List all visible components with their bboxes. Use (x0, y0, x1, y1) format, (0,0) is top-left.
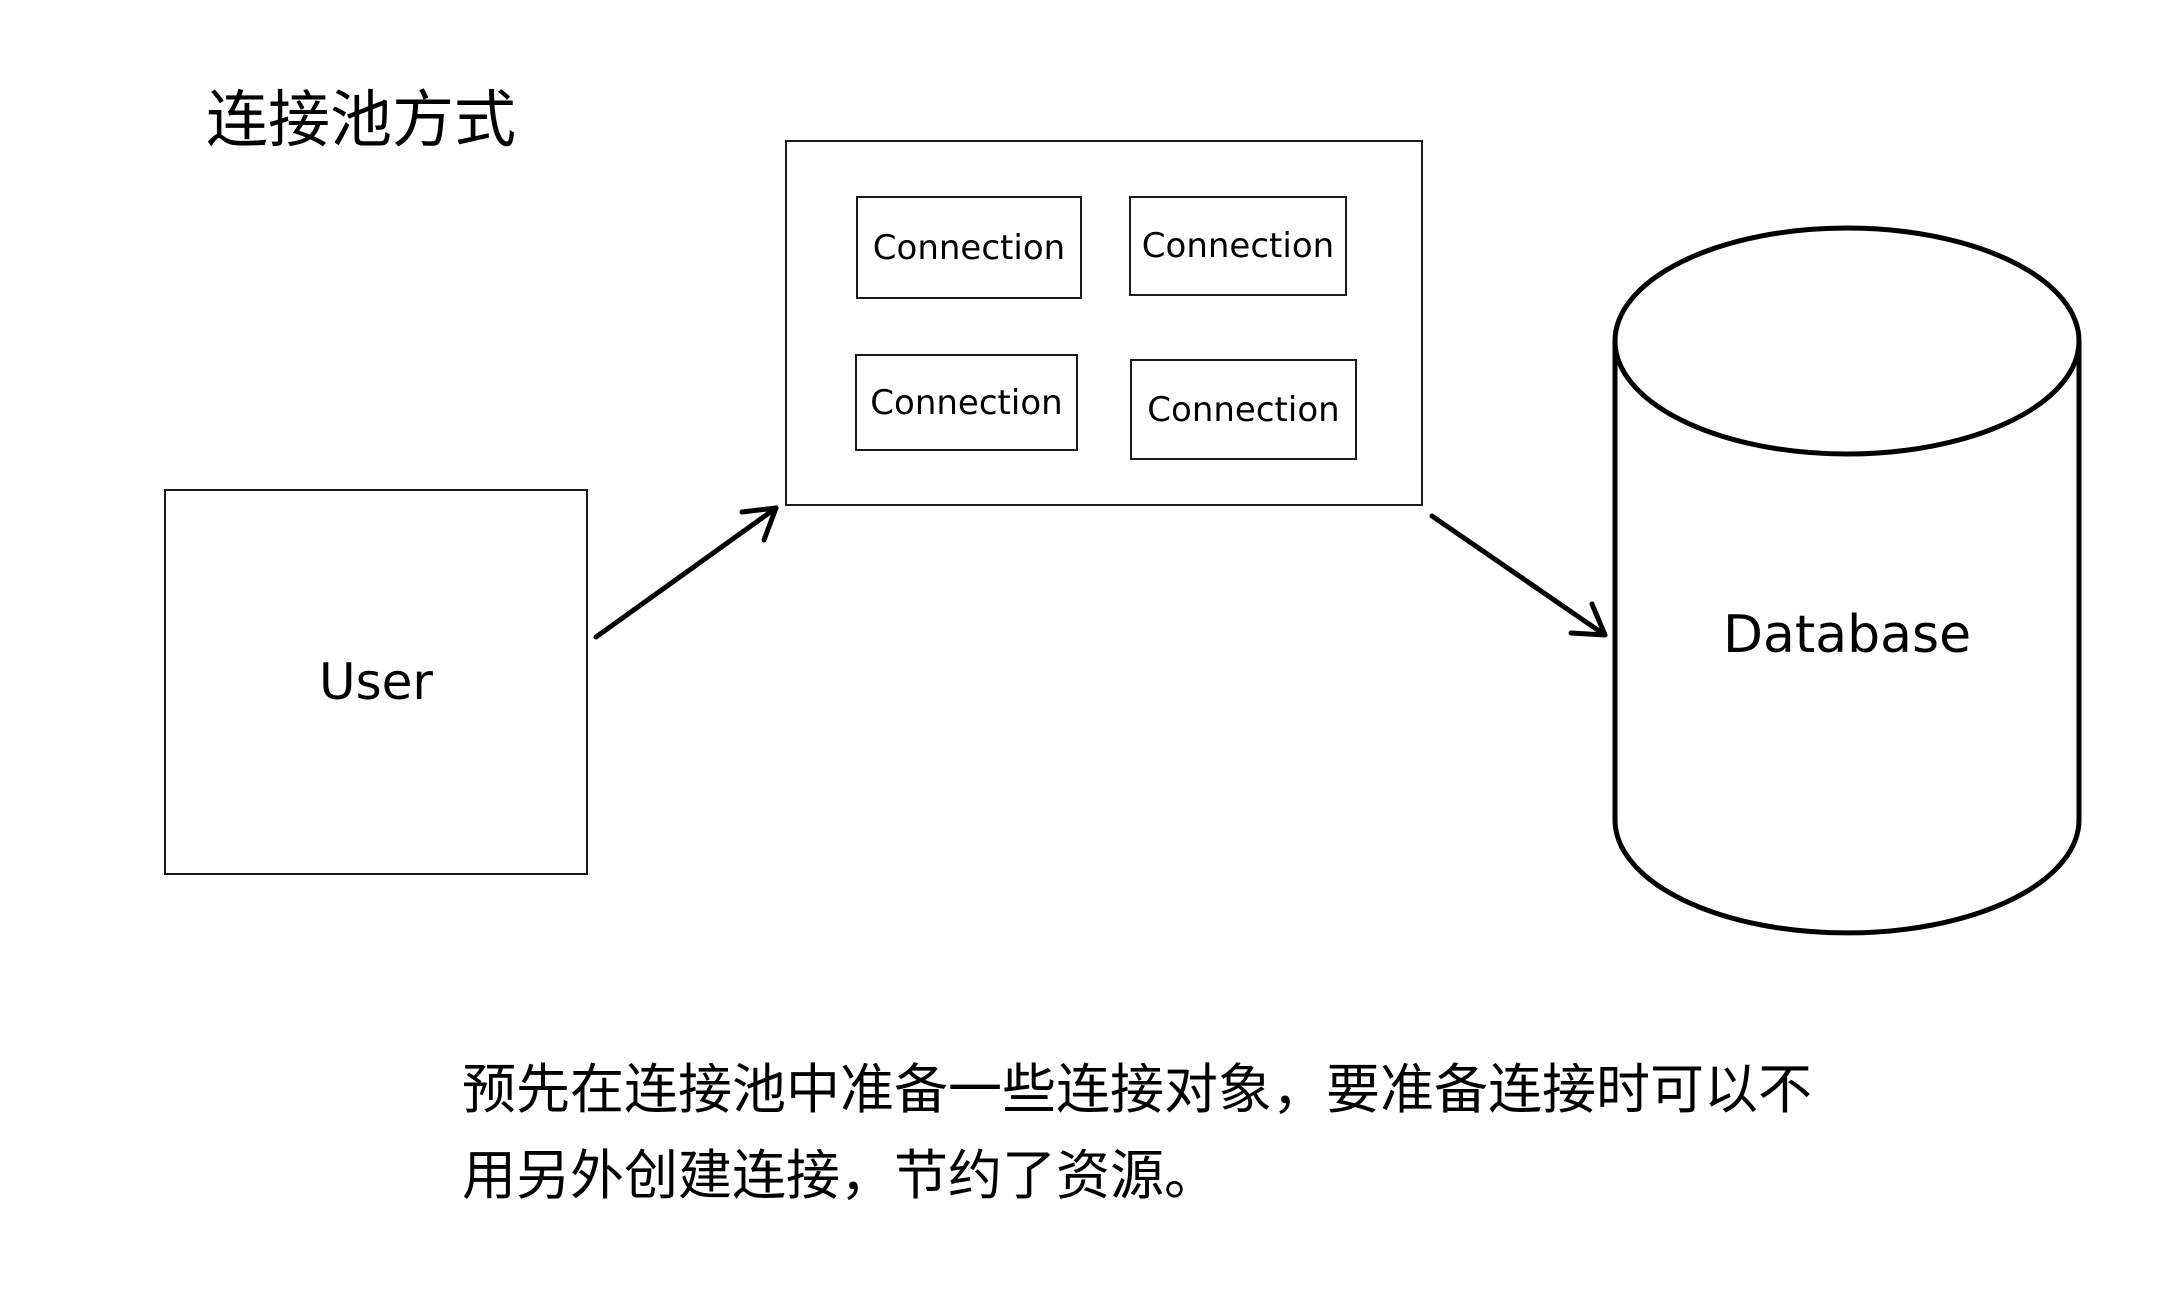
connection-node: Connection (1129, 196, 1347, 296)
description-line-1: 预先在连接池中准备一些连接对象，要准备连接时可以不 (462, 1058, 1812, 1121)
description-line-2: 用另外创建连接，节约了资源。 (462, 1144, 1218, 1207)
connection-node: Connection (856, 196, 1082, 299)
diagram-title: 连接池方式 (206, 83, 517, 156)
connection-node-label: Connection (872, 227, 1066, 268)
database-node-label: Database (1722, 605, 1972, 665)
database-cylinder-icon (1612, 225, 2082, 936)
edge-user-to-pool (593, 505, 779, 640)
user-node: User (164, 489, 588, 875)
edge-pool-to-database (1429, 513, 1608, 638)
connection-node-label: Connection (870, 382, 1063, 423)
user-node-label: User (319, 653, 433, 711)
connection-node-label: Connection (1141, 226, 1335, 266)
connection-node-label: Connection (1147, 389, 1340, 430)
connection-node: Connection (1130, 359, 1357, 460)
connection-node: Connection (855, 354, 1078, 451)
